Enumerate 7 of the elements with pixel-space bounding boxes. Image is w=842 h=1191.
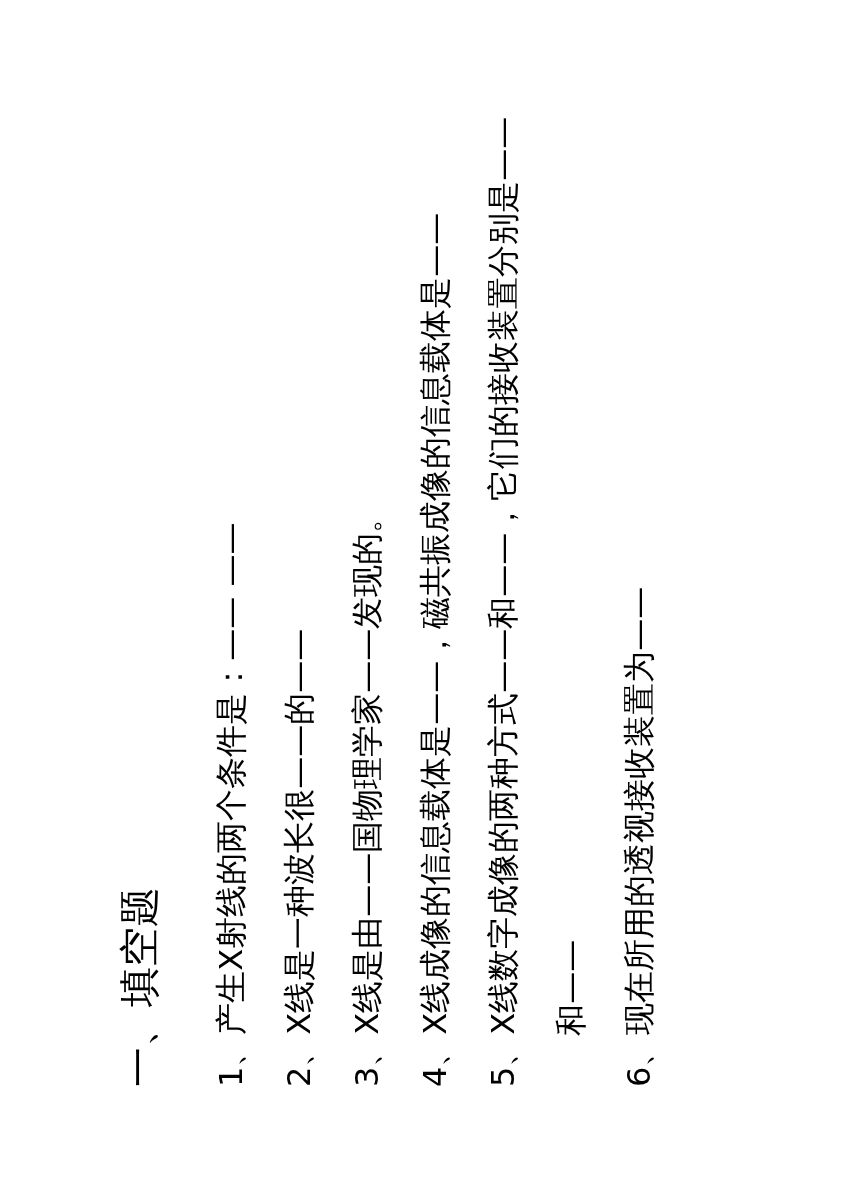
question-text: 6、现在所用的透视接收装置为——: [619, 586, 659, 1087]
question-text: 3、X线是由——国物理学家——发现的。: [347, 500, 387, 1087]
question-text: 2、X线是一种波长很——的——: [279, 628, 319, 1087]
question-text: 1、产生X射线的两个条件是：—— ——: [211, 522, 251, 1087]
question-text: 5、X线数字成像的两种方式——和——，它们的接收装置分别是——和——: [483, 115, 591, 1087]
question-text: 4、X线成像的信息载体是——，磁共振成像的信息载体是——: [415, 212, 455, 1087]
section-heading: 一、填空题: [115, 887, 163, 1087]
